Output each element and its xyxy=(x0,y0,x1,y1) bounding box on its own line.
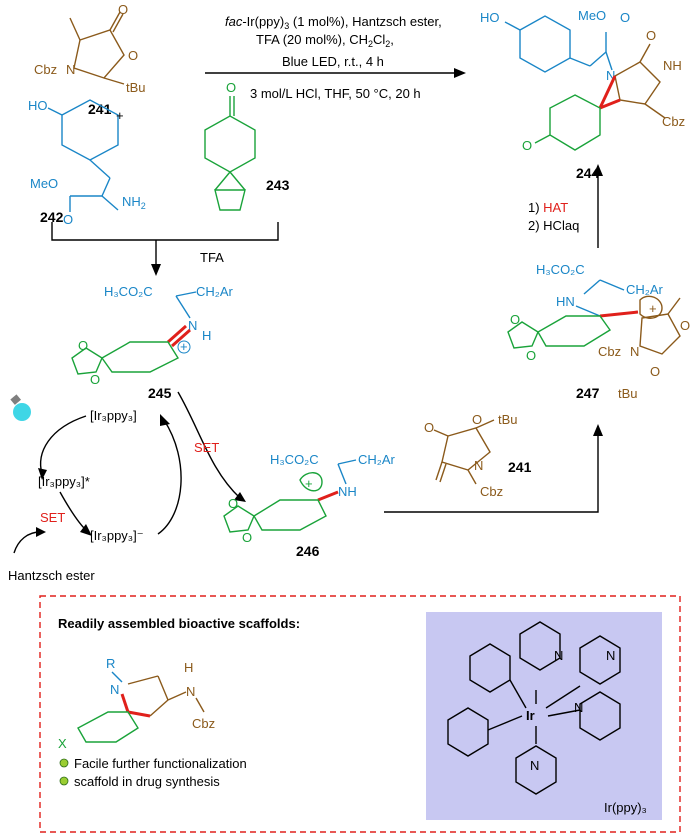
ir-star-label: [Ir₃ppy₃]* xyxy=(38,474,90,489)
nh2-label: NH2 xyxy=(122,194,146,211)
scaffold-box-border xyxy=(39,595,681,833)
h3co2c-246-label: H₃CO₂C xyxy=(270,452,319,467)
plus-sign: + xyxy=(116,108,124,123)
n-ir-2: N xyxy=(606,648,615,663)
box-title: Readily assembled bioactive scaffolds: xyxy=(58,616,300,631)
o-247c-label: O xyxy=(680,318,690,333)
o-ring-label: O xyxy=(128,48,138,63)
meo-244-label: MeO xyxy=(578,8,606,23)
plus-246: + xyxy=(305,476,313,491)
o-ester-label: O xyxy=(63,212,73,227)
n-241b-label: N xyxy=(474,458,483,473)
o-247d-label: O xyxy=(650,364,660,379)
x-label: X xyxy=(58,736,67,751)
ir-minus-label: [Ir₃ppy₃]⁻ xyxy=(90,528,144,543)
hat-step: 1) HAT xyxy=(528,200,568,215)
n-ir-1: N xyxy=(554,648,563,663)
cbz-box-label: Cbz xyxy=(192,716,215,731)
n-box-amine: N xyxy=(186,684,195,699)
tfa-label: TFA xyxy=(200,250,224,265)
o-246a: O xyxy=(228,496,238,511)
hn-247-label: HN xyxy=(556,294,575,309)
n-box-label: N xyxy=(110,682,119,697)
n-247-label: N xyxy=(630,344,639,359)
o-241b-ring: O xyxy=(472,412,482,427)
compound-245-label: 245 xyxy=(148,385,172,401)
o-244b-label: O xyxy=(646,28,656,43)
hantzsch-label: Hantzsch ester xyxy=(8,568,95,583)
compound-242-structure: HO MeO O NH2 xyxy=(28,98,146,227)
compound-241-structure: O O N Cbz tBu xyxy=(34,2,146,95)
compound-247-label: 247 xyxy=(576,385,600,401)
n-label: N xyxy=(66,62,75,77)
h-245-label: H xyxy=(202,328,211,343)
n-ir-4: N xyxy=(530,758,539,773)
h3co2c-245-label: H₃CO₂C xyxy=(104,284,153,299)
ir-caption: Ir(ppy)₃ xyxy=(604,800,647,815)
compound-245-structure: H₃CO₂C CH₂Ar N H + O O xyxy=(71,284,233,387)
plus-245: + xyxy=(180,339,188,354)
o-241b-label: O xyxy=(424,420,434,435)
n-245-label: N xyxy=(188,318,197,333)
n-ir-3: N xyxy=(574,700,583,715)
compound-247-structure: H₃CO₂C CH₂Ar HN O O + O N Cbz O tBu xyxy=(507,262,690,401)
ho-244-label: HO xyxy=(480,10,500,25)
compound-243-structure: O xyxy=(204,80,256,211)
set-label-left: SET xyxy=(40,510,65,525)
nh-244-label: NH xyxy=(663,58,682,73)
compound-242-label: 242 xyxy=(40,209,64,225)
plus-247: + xyxy=(649,301,657,316)
ho-label: HO xyxy=(28,98,48,113)
compound-246-structure: H₃CO₂C CH₂Ar NH + O O xyxy=(223,452,395,545)
conditions-line3: Blue LED, r.t., 4 h xyxy=(282,54,384,69)
ir-center-label: Ir xyxy=(526,708,535,723)
ch2ar-245-label: CH₂Ar xyxy=(196,284,233,299)
cbz-247-label: Cbz xyxy=(598,344,621,359)
tbu-247-label: tBu xyxy=(618,386,638,401)
n-244-label: N xyxy=(606,68,615,83)
compound-241b-label: 241 xyxy=(508,459,532,475)
ch2ar-247-label: CH₂Ar xyxy=(626,282,663,297)
compound-241b-structure: O O tBu N Cbz xyxy=(424,412,518,499)
o-245b: O xyxy=(90,372,100,387)
bullet-1: Facile further functionalization xyxy=(74,756,247,771)
compound-246-label: 246 xyxy=(296,543,320,559)
h3co2c-247-label: H₃CO₂C xyxy=(536,262,585,277)
ir-complex-panel xyxy=(426,612,662,820)
cbz-244-label: Cbz xyxy=(662,114,685,129)
o-label: O xyxy=(118,2,128,17)
ch2ar-246-label: CH₂Ar xyxy=(358,452,395,467)
conditions-line2: TFA (20 mol%), CH2Cl2, xyxy=(256,32,394,49)
set-label-center: SET xyxy=(194,440,219,455)
conditions-line4: 3 mol/L HCl, THF, 50 °C, 20 h xyxy=(250,86,421,101)
o-ketone-label: O xyxy=(226,80,236,95)
ir-top-label: [Ir₃ppy₃] xyxy=(90,408,137,423)
spiro-scaffold-structure: R N N H Cbz X xyxy=(58,656,215,751)
o-244c-label: O xyxy=(522,138,532,153)
hclaq-step: 2) HClaq xyxy=(528,218,579,233)
ir-complex-structure: Ir N N N N Ir(ppy)₃ xyxy=(447,621,647,815)
nh-246-label: NH xyxy=(338,484,357,499)
light-bulb-icon xyxy=(10,394,31,421)
o-244-label: O xyxy=(620,10,630,25)
meo-label: MeO xyxy=(30,176,58,191)
r-label: R xyxy=(106,656,115,671)
o-247a: O xyxy=(510,312,520,327)
compound-243-label: 243 xyxy=(266,177,290,193)
cbz-241b-label: Cbz xyxy=(480,484,503,499)
tbu-241b-label: tBu xyxy=(498,412,518,427)
conditions-line1: fac-Ir(ppy)3 (1 mol%), Hantzsch ester, xyxy=(225,14,442,31)
o-245a: O xyxy=(78,338,88,353)
o-246b: O xyxy=(242,530,252,545)
tbu-label: tBu xyxy=(126,80,146,95)
h-box-label: H xyxy=(184,660,193,675)
compound-244-label: 244 xyxy=(576,165,600,181)
cbz-label: Cbz xyxy=(34,62,57,77)
compound-241-label: 241 xyxy=(88,101,112,117)
bullet-2: scaffold in drug synthesis xyxy=(74,774,220,789)
compound-244-structure: HO MeO O O N NH Cbz O xyxy=(480,8,685,153)
o-247b: O xyxy=(526,348,536,363)
